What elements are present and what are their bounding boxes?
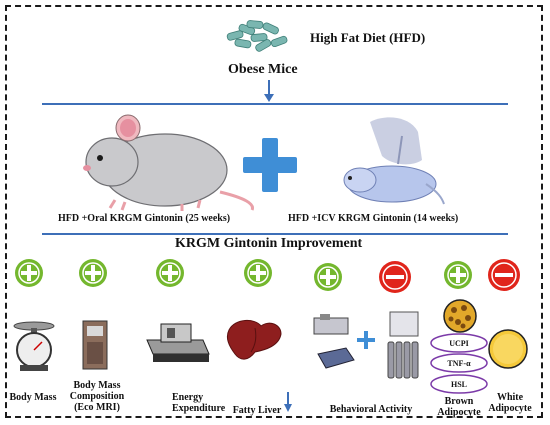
minus-badge-white-adipocyte xyxy=(488,259,520,291)
white-label-line1: White xyxy=(496,392,524,403)
model-label: Obese Mice xyxy=(228,62,298,77)
plus-badge-energy xyxy=(156,259,184,287)
white-adipocyte-cell-icon xyxy=(488,329,528,369)
energy-label-line1: Energy xyxy=(172,392,204,403)
rotarod-icon xyxy=(387,311,419,379)
plus-badge-brown-adipocyte xyxy=(444,261,472,289)
activity-box-icon xyxy=(313,314,349,335)
weighing-scale-icon xyxy=(13,321,55,371)
white-label-line2: Adipocyte xyxy=(488,403,532,414)
plus-badge-behavioral xyxy=(314,263,342,291)
treadmill-icon xyxy=(317,347,355,369)
composition-label-line3: (Eco MRI) xyxy=(74,402,120,413)
plus-badge-composition xyxy=(79,259,107,287)
decrease-arrow-icon xyxy=(284,392,292,412)
top-divider xyxy=(42,103,508,105)
brown-label-line1: Brown xyxy=(444,396,474,407)
metabolic-cage-icon xyxy=(146,323,210,362)
improvement-title: KRGM Gintonin Improvement xyxy=(175,236,363,251)
minus-badge-behavioral xyxy=(379,261,411,293)
marker-hsl: HSL xyxy=(450,380,467,389)
diet-label: High Fat Diet (HFD) xyxy=(310,30,426,45)
body-mass-label: Body Mass xyxy=(9,392,57,403)
composition-label-line2: Composition xyxy=(69,391,125,402)
energy-label-line2: Expenditure xyxy=(172,403,226,414)
icv-treatment-label: HFD +ICV KRGM Gintonin (14 weeks) xyxy=(288,213,459,224)
hfd-pellets-icon xyxy=(226,20,288,52)
dashed-frame xyxy=(5,5,543,418)
marker-ucpi: UCPI xyxy=(449,339,469,348)
brown-label-line2: Adipocyte xyxy=(437,407,481,418)
plus-badge-body-mass xyxy=(15,259,43,287)
grey-mouse-illustration xyxy=(83,114,254,211)
eco-mri-machine-icon xyxy=(82,320,108,370)
small-plus-icon xyxy=(357,331,375,349)
composition-label-line1: Body Mass xyxy=(73,380,121,391)
oral-treatment-label: HFD +Oral KRGM Gintonin (25 weeks) xyxy=(58,213,231,224)
liver-icon xyxy=(226,320,282,360)
middle-divider xyxy=(42,233,508,235)
brown-marker-ovals xyxy=(430,333,488,394)
plus-badge-fatty-liver xyxy=(244,259,272,287)
fatty-liver-label: Fatty Liver xyxy=(232,405,282,416)
marker-tnf-alpha: TNF-α xyxy=(447,359,471,368)
icv-injection-illustration xyxy=(343,117,445,205)
behavioral-label: Behavioral Activity xyxy=(329,404,413,415)
plus-combine-icon xyxy=(243,138,297,192)
brown-adipocyte-cell-icon xyxy=(443,299,477,333)
down-arrow-icon xyxy=(264,80,274,102)
